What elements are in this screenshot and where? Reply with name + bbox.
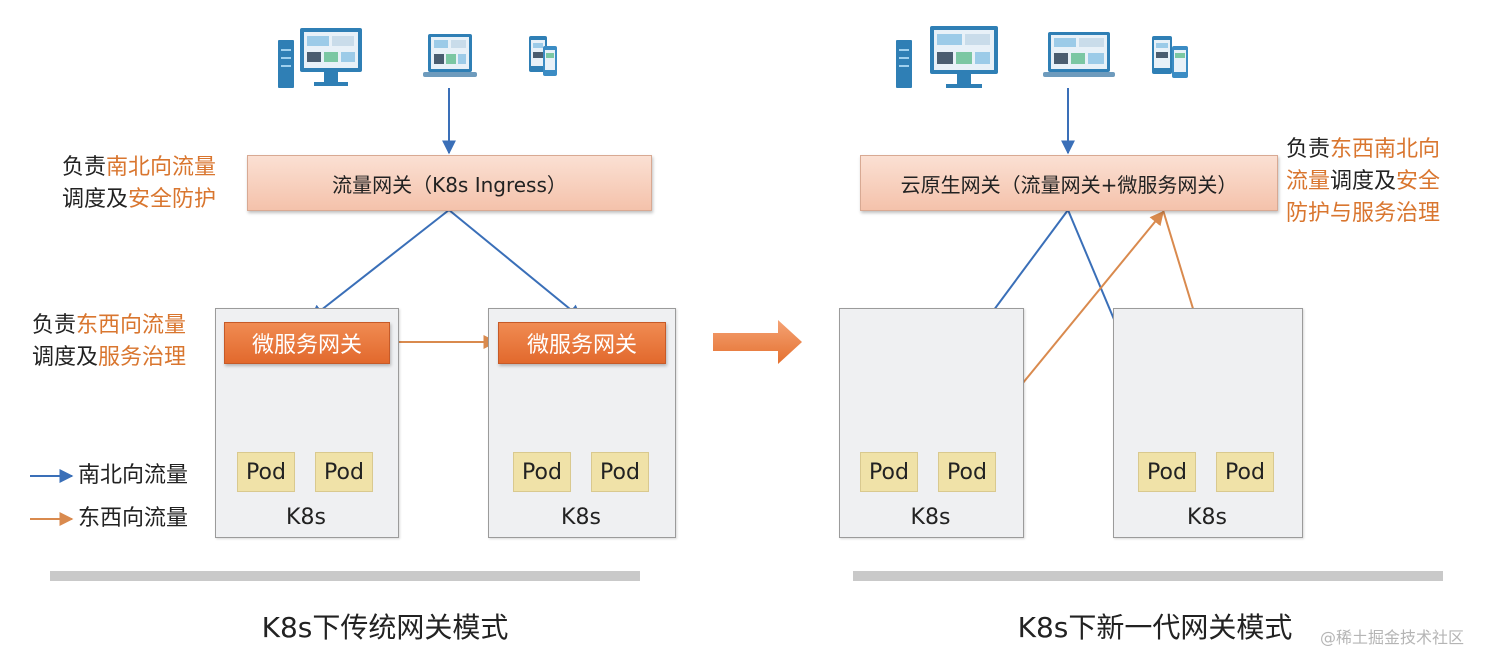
pod-label: Pod <box>324 459 364 485</box>
pod: Pod <box>938 452 996 492</box>
note-text: 负责 <box>32 313 77 338</box>
traffic-gateway: 流量网关（K8s Ingress） <box>247 155 652 211</box>
pod: Pod <box>1216 452 1274 492</box>
watermark: @稀土掘金技术社区 <box>1320 628 1465 647</box>
divider-bar <box>50 571 640 581</box>
note-highlight: 南北向流量 <box>106 155 217 180</box>
server-icon <box>278 40 294 88</box>
legend-east-west: 东西向流量 <box>78 506 189 531</box>
laptop-icon <box>423 34 477 77</box>
pod: Pod <box>237 452 295 492</box>
cluster-label: K8s <box>561 505 601 530</box>
note-text: 调度及 <box>32 345 99 370</box>
pod: Pod <box>860 452 918 492</box>
transition-arrow-icon <box>713 320 802 364</box>
pod-label: Pod <box>600 459 640 485</box>
microservice-gateway: 微服务网关 <box>498 322 666 364</box>
k8s-cluster <box>839 308 1024 538</box>
pod: Pod <box>591 452 649 492</box>
note-highlight: 东西向流量 <box>76 313 187 338</box>
note-text: 调度及 <box>1330 169 1397 194</box>
legend-north-south: 南北向流量 <box>78 463 189 488</box>
pod: Pod <box>513 452 571 492</box>
note-highlight: 流量 <box>1286 169 1331 194</box>
mobile-icon <box>1152 36 1188 78</box>
cloud-gateway-note: 负责东西南北向 流量调度及安全 防护与服务治理 <box>1286 134 1440 230</box>
ms-gateway-note: 负责东西向流量 调度及服务治理 <box>32 310 186 374</box>
mobile-icon <box>529 36 557 76</box>
microservice-gateway: 微服务网关 <box>224 322 390 364</box>
laptop-icon <box>1043 32 1115 77</box>
note-highlight: 安全防护 <box>128 187 217 212</box>
server-icon <box>896 40 912 88</box>
note-text: 负责 <box>1286 137 1331 162</box>
pod-label: Pod <box>246 459 286 485</box>
pod-label: Pod <box>522 459 562 485</box>
note-highlight: 防护与服务治理 <box>1286 201 1441 226</box>
traffic-gateway-label: 流量网关（K8s Ingress） <box>332 172 567 197</box>
desktop-icon <box>930 26 998 88</box>
cloud-native-gateway-label: 云原生网关（流量网关+微服务网关） <box>900 172 1238 197</box>
gateway-note: 负责南北向流量 调度及安全防护 <box>62 152 216 216</box>
pod: Pod <box>1138 452 1196 492</box>
note-highlight: 服务治理 <box>98 345 187 370</box>
note-text: 负责 <box>62 155 107 180</box>
pod-label: Pod <box>869 459 909 485</box>
caption-new-generation: K8s下新一代网关模式 <box>1017 611 1293 644</box>
microservice-gateway-label: 微服务网关 <box>251 333 362 358</box>
pod-label: Pod <box>1225 459 1265 485</box>
pod-label: Pod <box>947 459 987 485</box>
desktop-icon <box>300 28 362 86</box>
note-highlight: 东西南北向 <box>1330 137 1441 162</box>
divider-bar <box>853 571 1443 581</box>
cluster-label: K8s <box>286 505 326 530</box>
pod: Pod <box>315 452 373 492</box>
cloud-native-gateway: 云原生网关（流量网关+微服务网关） <box>860 155 1278 211</box>
caption-traditional: K8s下传统网关模式 <box>261 611 509 644</box>
k8s-cluster <box>1113 308 1303 538</box>
cluster-label: K8s <box>910 505 951 530</box>
note-text: 调度及 <box>62 187 129 212</box>
note-highlight: 安全 <box>1396 169 1441 194</box>
cluster-label: K8s <box>1187 505 1227 530</box>
ns-arrow-gateway-to-ms2 <box>448 209 583 319</box>
microservice-gateway-label: 微服务网关 <box>526 333 637 358</box>
pod-label: Pod <box>1147 459 1187 485</box>
ns-arrow-gateway-to-ms1 <box>309 209 450 319</box>
